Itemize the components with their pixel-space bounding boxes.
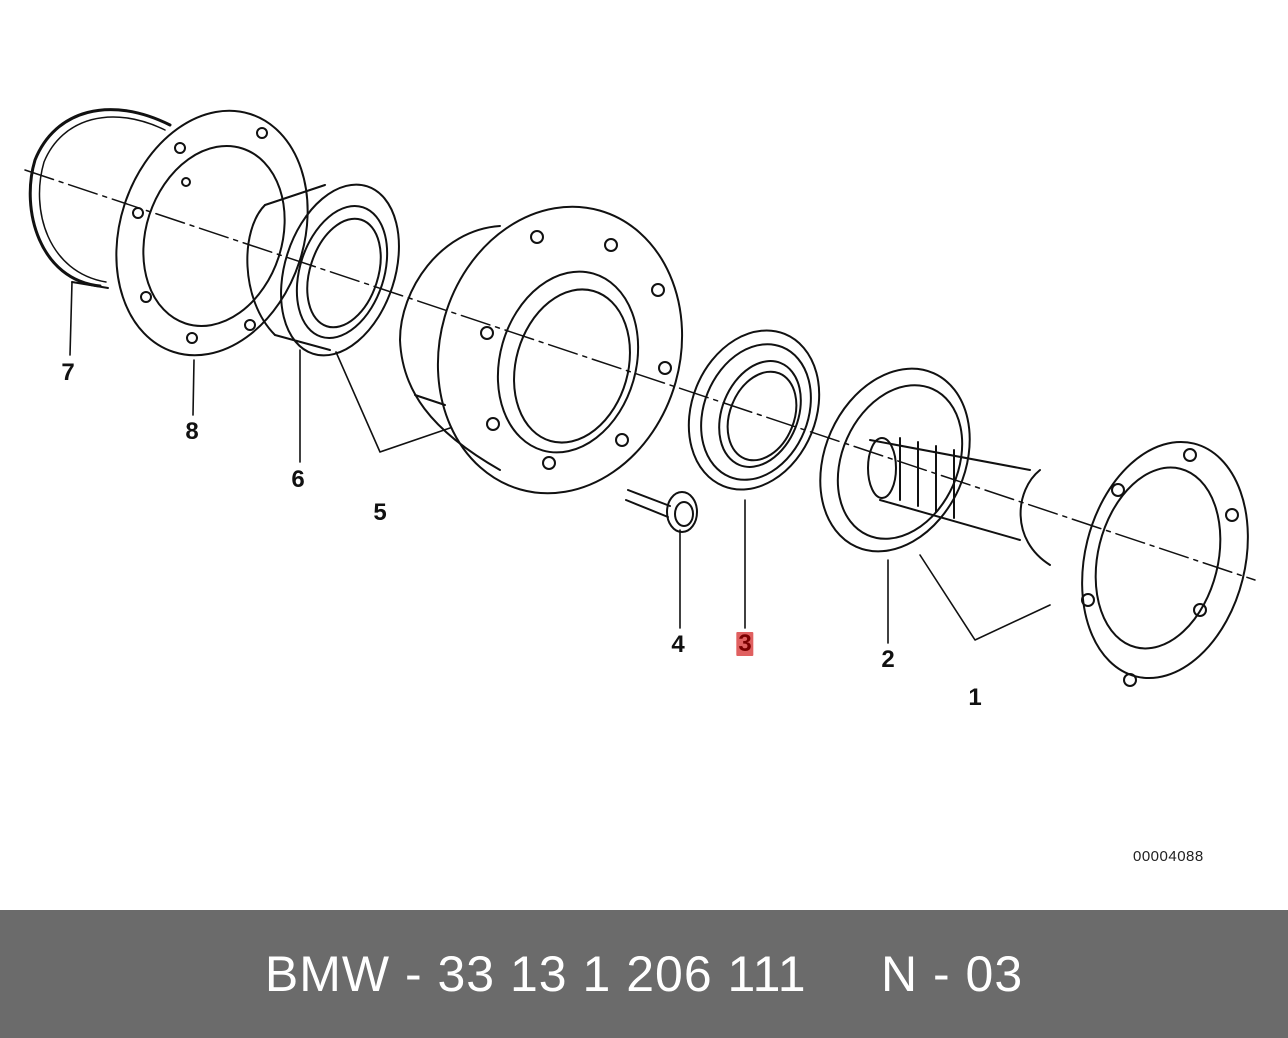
callout-3-highlighted: 3 (736, 630, 754, 657)
center-axis (24, 169, 1256, 581)
part-8-gasket-plate (115, 109, 309, 357)
callout-5: 5 (373, 499, 387, 526)
part-5-housing (399, 205, 684, 495)
diagram-drawing (24, 108, 1256, 687)
part-6-bearing (246, 183, 400, 357)
exploded-parts-diagram: 7 8 6 5 4 3 2 1 00004088 (24, 108, 1256, 865)
callout-8: 8 (185, 418, 199, 445)
leader-7 (69, 281, 73, 356)
callout-2: 2 (881, 646, 895, 673)
leader-8 (192, 359, 195, 416)
part-2-gasket-ring (819, 367, 971, 553)
leader-1 (919, 554, 1051, 641)
part-4-bolt (625, 489, 698, 533)
part-1-output-flange (867, 437, 1249, 687)
part-number-text: BMW - 33 13 1 206 111 N - 03 (264, 946, 1024, 1002)
leader-lines (69, 281, 1051, 644)
callout-7: 7 (61, 359, 75, 386)
callout-4: 4 (671, 631, 685, 658)
callout-6: 6 (291, 466, 305, 493)
part-7-snap-ring (28, 108, 172, 289)
callout-1: 1 (968, 684, 982, 711)
part-number-footer: BMW - 33 13 1 206 111 N - 03 (0, 910, 1288, 1038)
drawing-number: 00004088 (1133, 848, 1204, 865)
leader-5 (335, 351, 451, 453)
part-3-shaft-seal (687, 329, 821, 491)
